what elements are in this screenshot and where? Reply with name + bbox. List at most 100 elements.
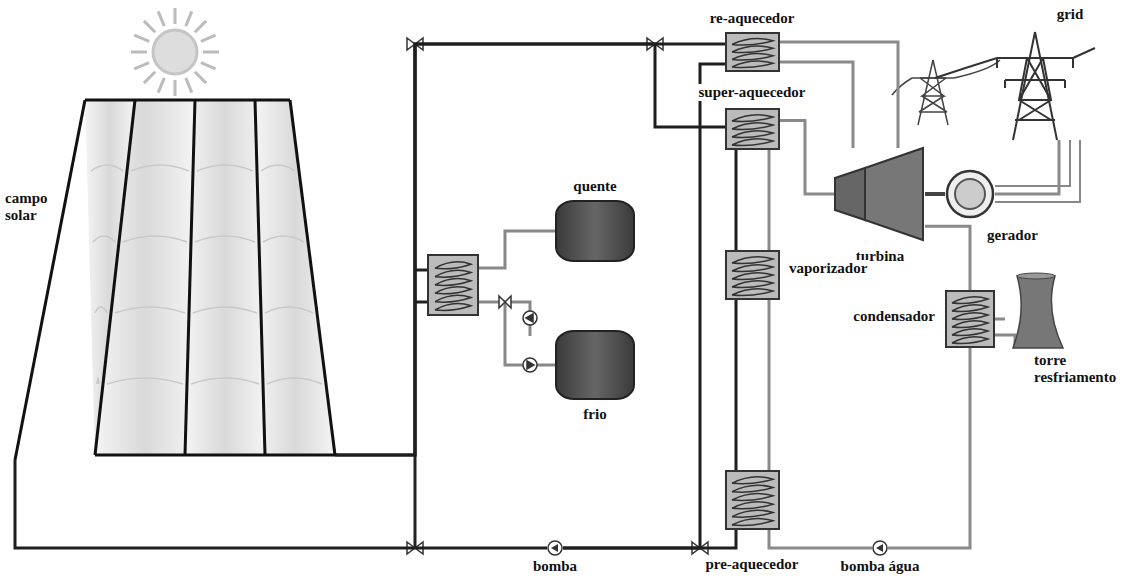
field-shape-part — [91, 165, 123, 171]
turbine-shape-part — [835, 168, 865, 220]
field-shape-part-part — [255, 100, 265, 455]
component-label: gerador — [985, 227, 1040, 244]
valves-part — [499, 296, 511, 308]
pylon-shape-part-part — [935, 48, 1095, 78]
coil-shape — [725, 250, 780, 300]
htf-pipe — [563, 64, 725, 548]
pylon-shape-part — [935, 32, 1095, 140]
sun-rays-part — [186, 11, 192, 26]
coil-shape-part-part — [732, 485, 773, 492]
coil-shape-part-part — [952, 329, 988, 336]
field-shape-part — [185, 100, 265, 455]
solar-field: campo solar — [15, 100, 335, 460]
water-steam-pipe — [780, 121, 835, 194]
field-shape-part-part — [15, 100, 85, 460]
turbine-shape-part — [865, 148, 923, 240]
valves — [407, 38, 708, 554]
water-steam-pipe — [769, 530, 872, 548]
pylon-shape — [975, 28, 1095, 140]
cool-shape-part — [1017, 273, 1055, 279]
coil-shape-part-part — [732, 519, 773, 526]
sun-rays-part — [201, 63, 216, 69]
htf-pump: bomba — [547, 540, 563, 556]
component-label: condensador — [851, 308, 937, 325]
cool-shape — [1005, 272, 1067, 348]
coil-shape-part — [726, 471, 779, 529]
storage-piping-part — [415, 269, 428, 272]
coil-shape-part-part — [732, 139, 773, 146]
coil-shape-part-part — [952, 297, 988, 304]
coil-shape-part-part — [732, 273, 773, 280]
coil-shape-part — [952, 297, 988, 344]
field-shape-part-part — [185, 100, 195, 455]
sun-rays-part — [134, 35, 149, 41]
component-label: bomba — [531, 558, 579, 575]
field-shape-part — [193, 307, 257, 313]
component-label: super-aquecedor — [697, 84, 808, 101]
sun-rays-part — [144, 21, 155, 32]
field-shape-part — [195, 236, 255, 242]
sun-rays — [131, 8, 219, 96]
water-steam-pipe — [925, 192, 945, 196]
pylon-shape-part-part — [1015, 58, 1055, 120]
sun-rays-part — [174, 80, 177, 96]
field-shape-part — [261, 165, 295, 171]
hot-tank: quente — [555, 200, 635, 262]
field-shape-part — [97, 378, 99, 384]
coil-shape-part-part — [732, 115, 773, 122]
cooling-tower: torre resfriamento — [1005, 272, 1067, 348]
coil-shape-part-part — [732, 46, 773, 52]
small-pylon-part — [918, 60, 948, 125]
small-pylon — [892, 60, 1000, 125]
cool-shape-part — [1013, 276, 1063, 348]
coil-windings-part — [435, 270, 471, 277]
coil-shape-part-part — [952, 305, 988, 312]
coil-shape — [725, 108, 780, 150]
field-shape-part — [123, 236, 187, 242]
coil-shape-part-part — [732, 477, 773, 484]
component-label: torre resfriamento — [1032, 352, 1118, 386]
storage-pumps-part — [523, 311, 537, 325]
coil-windings-part — [435, 304, 471, 311]
coil-shape-part-part — [732, 289, 773, 296]
gen-shape — [945, 169, 995, 219]
sun-rays-part — [195, 72, 206, 83]
gen-shape-part — [947, 171, 993, 217]
grid-pylon: grid — [975, 28, 1095, 140]
htf-pipe — [735, 150, 738, 250]
coil-windings-part — [435, 287, 471, 294]
coil-shape-part-part — [952, 337, 988, 344]
storage-pumps-part — [526, 314, 533, 322]
coil-shape — [725, 32, 780, 72]
sun-part — [153, 30, 197, 74]
component-label: quente — [571, 178, 618, 195]
sun-rays-part — [158, 11, 164, 26]
coil-shape-part-part — [732, 265, 773, 272]
component-label: grid — [1055, 6, 1086, 23]
field-shape-part — [267, 378, 322, 384]
component-label: vaporizador — [787, 260, 869, 277]
coil-shape-part-part — [732, 123, 773, 130]
coil-shape-part-part — [732, 39, 773, 45]
water-steam-pipe — [888, 348, 970, 548]
water-pump: bomba água — [872, 540, 888, 556]
field-shape-part — [131, 165, 189, 171]
field-shape — [15, 100, 335, 460]
storage-heat-exchanger — [428, 255, 478, 315]
component-label: frio — [581, 406, 608, 423]
pump-shape — [547, 540, 563, 556]
coil-shape-part-part — [732, 54, 773, 60]
field-shape-part — [93, 236, 115, 242]
coil-shape-part-part — [732, 61, 773, 67]
generator: gerador — [945, 169, 995, 219]
sun-rays-part — [158, 78, 164, 93]
pump-shape-part — [876, 544, 883, 552]
htf-pipe — [335, 44, 725, 455]
coil-shape-part-part — [732, 502, 773, 509]
htf-pipe — [335, 44, 725, 455]
component-label: pre-aquecedor — [703, 556, 800, 573]
field-shape-part-part — [95, 454, 335, 457]
sun-rays-part — [201, 35, 216, 41]
coil-shape-part-part — [732, 257, 773, 264]
sun-rays-part — [134, 63, 149, 69]
